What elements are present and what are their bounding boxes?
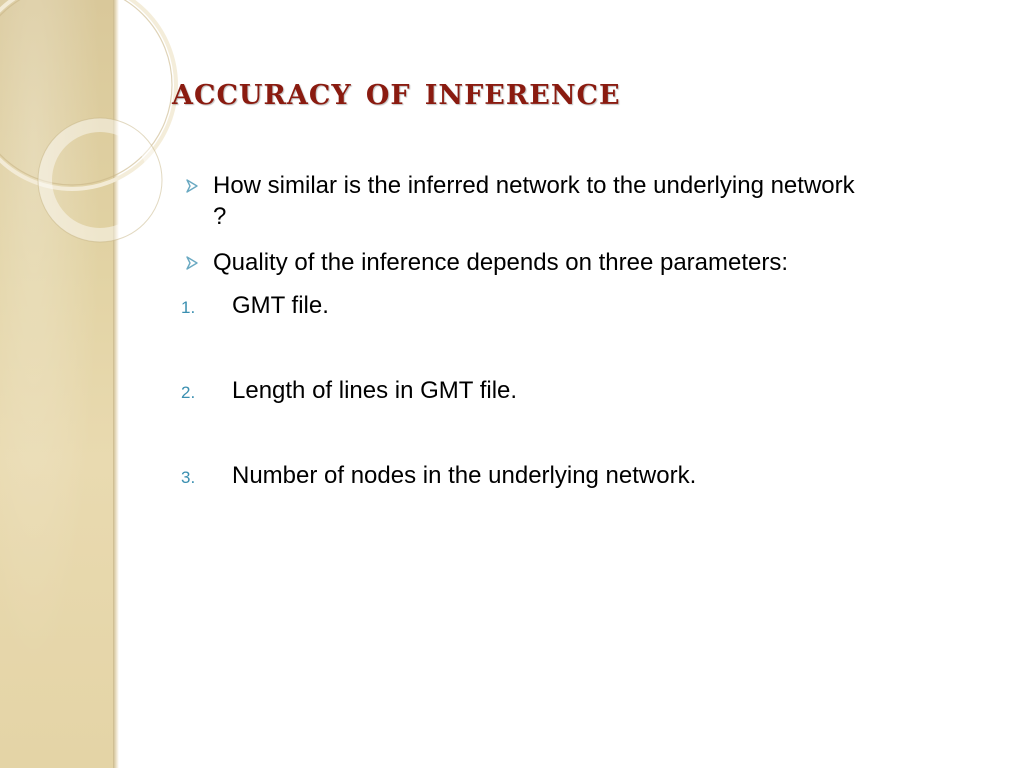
band-highlight xyxy=(0,0,113,768)
item-number: 2. xyxy=(181,383,196,402)
arrowhead-bullet-icon xyxy=(186,256,198,270)
bullet-text-line2: ? xyxy=(213,203,227,230)
item-number: 1. xyxy=(181,298,196,317)
item-text: Number of nodes in the underlying networ… xyxy=(232,462,697,489)
band-edge xyxy=(113,0,119,768)
item-text: GMT file. xyxy=(232,292,329,319)
arrowhead-bullet-icon xyxy=(186,179,198,193)
item-text: Length of lines in GMT file. xyxy=(232,377,518,404)
left-decorative-band xyxy=(0,0,113,768)
bullet-text-line1: How similar is the inferred network to t… xyxy=(213,172,855,199)
slide-title: Accuracy of inference xyxy=(172,68,621,113)
item-number: 3. xyxy=(181,468,196,487)
bullet-text: Quality of the inference depends on thre… xyxy=(213,249,789,276)
ring-decoration-icon xyxy=(0,0,178,243)
